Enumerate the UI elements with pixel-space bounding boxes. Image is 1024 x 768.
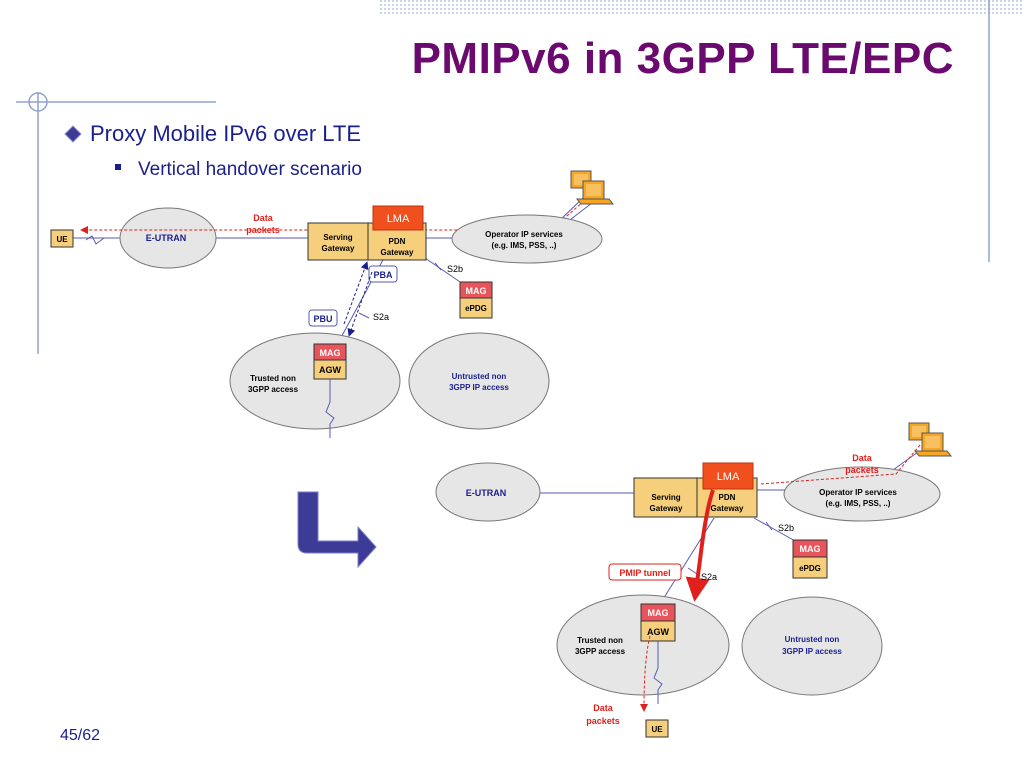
- bullet-level2: Vertical handover scenario: [114, 159, 362, 181]
- pbu-arrow: [343, 261, 369, 325]
- slide-decoration: [16, 0, 1024, 354]
- b-eutran-label: E-UTRAN: [466, 488, 507, 498]
- trusted-cloud: [229, 332, 401, 430]
- serving-gateway-label-1: Serving: [323, 233, 352, 242]
- operator-label-1: Operator IP services: [485, 230, 563, 239]
- rule-circle: [28, 92, 48, 112]
- eutran-cloud: [119, 207, 217, 269]
- b-computer-icon: [908, 422, 953, 457]
- b-trusted-label-1: Trusted non: [577, 636, 623, 645]
- b-s2a-label: S2a: [701, 572, 717, 582]
- s2a-tick: [358, 312, 370, 319]
- mag-untrusted-label: MAG: [466, 286, 487, 296]
- s2b-label: S2b: [447, 264, 463, 274]
- serving-gateway-box: [307, 222, 369, 261]
- b-lma-label: LMA: [717, 471, 740, 483]
- epdg-box: [459, 297, 493, 319]
- b-s2b-line: [753, 517, 798, 543]
- b-untrusted-cloud: [741, 596, 883, 696]
- ue-label: UE: [56, 235, 68, 244]
- bullet-level2-text: Vertical handover scenario: [138, 159, 362, 180]
- pdn-gateway-label-2: Gateway: [381, 248, 414, 257]
- b-agw-label: AGW: [647, 627, 670, 637]
- b-trusted-label-2: 3GPP access: [575, 647, 626, 656]
- b-untrusted-label-1: Untrusted non: [785, 635, 840, 644]
- b-s2b-label: S2b: [778, 523, 794, 533]
- data-packets-label-2: packets: [246, 225, 280, 235]
- b-mag-trusted-label: MAG: [648, 608, 669, 618]
- b-epdg-box: [792, 556, 828, 579]
- operator-label-2: (e.g. IMS, PSS, ..): [492, 241, 557, 250]
- b-trusted-cloud: [556, 594, 730, 696]
- b-pdn-gateway-label-2: Gateway: [711, 504, 744, 513]
- b-s2a-tick: [687, 567, 698, 575]
- diagram-top: UE E-UTRAN Data packets Serving Gateway …: [50, 170, 615, 438]
- transition-arrow-icon: [297, 491, 377, 569]
- b-operator-label-2: (e.g. IMS, PSS, ..): [826, 499, 891, 508]
- pdn-gateway-label-1: PDN: [389, 237, 406, 246]
- b-lma-box: [702, 462, 754, 490]
- mag-trusted-label: MAG: [320, 348, 341, 358]
- b-eutran-cloud: [435, 462, 541, 522]
- b-serving-gateway-label-2: Gateway: [650, 504, 683, 513]
- ue-radio-icon: [85, 235, 105, 245]
- dotted-header-band: [378, 0, 1024, 16]
- b-operator-pc-line: [892, 451, 919, 471]
- b-pdn-gateway-label-1: PDN: [719, 493, 736, 502]
- b-s2b-tick: [765, 521, 773, 531]
- b-data-packets-top-1: Data: [852, 453, 873, 463]
- pba-box: [368, 265, 398, 283]
- trusted-label-2: 3GPP access: [248, 385, 299, 394]
- diagram-bottom: E-UTRAN Serving Gateway PDN Gateway LMA …: [435, 422, 953, 738]
- lma-label: LMA: [387, 213, 410, 225]
- b-epdg-label: ePDG: [799, 564, 821, 573]
- pba-arrow: [347, 271, 373, 337]
- serving-gateway-label-2: Gateway: [322, 244, 355, 253]
- b-serving-gateway-label-1: Serving: [651, 493, 680, 502]
- pmip-tunnel-box: [608, 563, 682, 581]
- bullet-level1-text: Proxy Mobile IPv6 over LTE: [90, 121, 362, 146]
- s2b-line: [424, 257, 464, 285]
- untrusted-label-2: 3GPP IP access: [449, 383, 509, 392]
- untrusted-cloud: [408, 332, 550, 430]
- b-data-packets-bottom-path: [640, 635, 651, 712]
- agw-label: AGW: [319, 365, 342, 375]
- lma-box: [372, 205, 424, 231]
- data-packets-label-1: Data: [253, 213, 274, 223]
- pba-label: PBA: [373, 270, 393, 280]
- page-number: 45/62: [60, 727, 101, 744]
- epdg-label: ePDG: [465, 304, 487, 313]
- eutran-label: E-UTRAN: [146, 233, 187, 243]
- b-ue-label: UE: [651, 725, 663, 734]
- pmip-tunnel-arrow: [685, 489, 715, 602]
- pbu-label: PBU: [313, 314, 332, 324]
- trusted-label-1: Trusted non: [250, 374, 296, 383]
- ue-box: [50, 229, 74, 248]
- square-bullet-icon: [115, 164, 121, 170]
- b-ue-box: [645, 719, 669, 738]
- operator-cloud: [451, 214, 603, 264]
- b-trusted-radio-icon: [653, 641, 663, 704]
- pmip-tunnel-label: PMIP tunnel: [619, 568, 670, 578]
- b-operator-cloud: [783, 466, 941, 522]
- s2b-tick: [434, 262, 442, 271]
- untrusted-label-1: Untrusted non: [452, 372, 507, 381]
- pbu-box: [308, 309, 338, 327]
- bullet-level1: Proxy Mobile IPv6 over LTE: [64, 121, 361, 147]
- computer-icon: [570, 170, 615, 205]
- b-mag-untrusted-label: MAG: [800, 544, 821, 554]
- b-data-packets-top-path: [759, 444, 921, 485]
- trusted-radio-icon: [325, 379, 335, 438]
- b-data-packets-top-2: packets: [845, 465, 879, 475]
- diamond-bullet-icon: [64, 125, 82, 143]
- slide-title: PMIPv6 in 3GPP LTE/EPC: [411, 34, 954, 83]
- b-untrusted-label-2: 3GPP IP access: [782, 647, 842, 656]
- b-operator-label-1: Operator IP services: [819, 488, 897, 497]
- b-data-packets-bottom-2: packets: [586, 716, 620, 726]
- b-data-packets-bottom-1: Data: [593, 703, 614, 713]
- s2a-label: S2a: [373, 312, 389, 322]
